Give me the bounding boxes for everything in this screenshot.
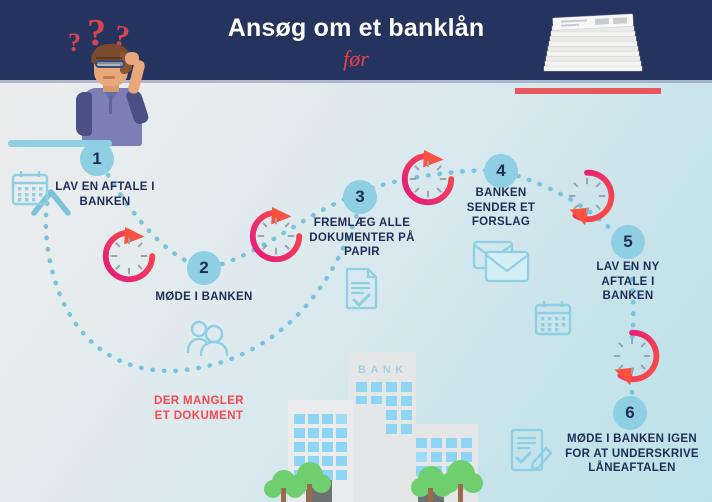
question-mark-icon: ? — [68, 28, 81, 57]
step-circle-2[interactable]: 2 — [187, 251, 221, 285]
header-divider — [0, 80, 712, 83]
bank-sign: BANK — [358, 364, 408, 376]
paper-sheet — [551, 31, 635, 36]
man-placket — [109, 96, 112, 114]
paper-stack-illustration — [540, 13, 650, 88]
step-label-6: MØDE I BANKEN IGEN FOR AT UNDERSKRIVE LÅ… — [565, 433, 699, 474]
step-label-4: BANKEN SENDER ET FORSLAG — [466, 187, 536, 228]
waiting-clock-icon — [601, 325, 663, 387]
paper-sheet — [546, 56, 640, 61]
paper-sheet — [552, 26, 634, 31]
confused-man-illustration: ? ? ? — [58, 8, 178, 148]
step-circle-4[interactable]: 4 — [484, 154, 518, 188]
step-label-2: MØDE I BANKEN — [155, 291, 253, 303]
page-subtitle: før — [343, 46, 369, 71]
people-meeting-icon — [183, 318, 231, 365]
calendar-icon — [533, 298, 573, 343]
step-label-5: LAV EN NY AFTALE I BANKEN — [596, 261, 660, 302]
man-neck — [103, 82, 119, 92]
question-mark-icon: ? — [87, 12, 106, 54]
missing-document-alert: DER MANGLER ET DOKUMENT — [153, 395, 244, 422]
step-circle-3[interactable]: 3 — [343, 180, 377, 214]
step-circle-5[interactable]: 5 — [611, 225, 645, 259]
step-label-3: FREMLÆG ALLE DOKUMENTER PÅ PAPIR — [309, 217, 415, 258]
step-circle-6[interactable]: 6 — [613, 396, 647, 430]
envelopes-icon — [470, 238, 534, 291]
step-circle-1[interactable]: 1 — [80, 142, 114, 176]
man-hand — [125, 52, 139, 65]
document-signature-icon — [508, 427, 554, 480]
waiting-clock-icon — [98, 225, 160, 287]
paper-sheet — [549, 41, 637, 46]
paper-sheet — [547, 51, 639, 56]
man-mouth — [103, 76, 115, 79]
paper-sheet — [550, 36, 636, 41]
paper-sheet — [544, 66, 642, 71]
document-check-icon — [343, 266, 381, 315]
calendar-icon — [10, 168, 50, 213]
man-glasses — [95, 60, 125, 68]
page-title: Ansøg om et banklån — [227, 14, 485, 42]
step-label-1: LAV EN AFTALE I BANKEN — [55, 181, 155, 208]
paper-sheet — [545, 61, 641, 66]
paper-sheet — [548, 46, 638, 51]
waiting-clock-icon — [556, 165, 618, 227]
man-desk — [8, 140, 112, 147]
waiting-clock-icon — [397, 148, 459, 210]
red-underline-notch — [515, 88, 661, 94]
waiting-clock-icon — [245, 205, 307, 267]
man-left-arm — [76, 92, 92, 136]
man-eyebrow — [96, 57, 122, 59]
